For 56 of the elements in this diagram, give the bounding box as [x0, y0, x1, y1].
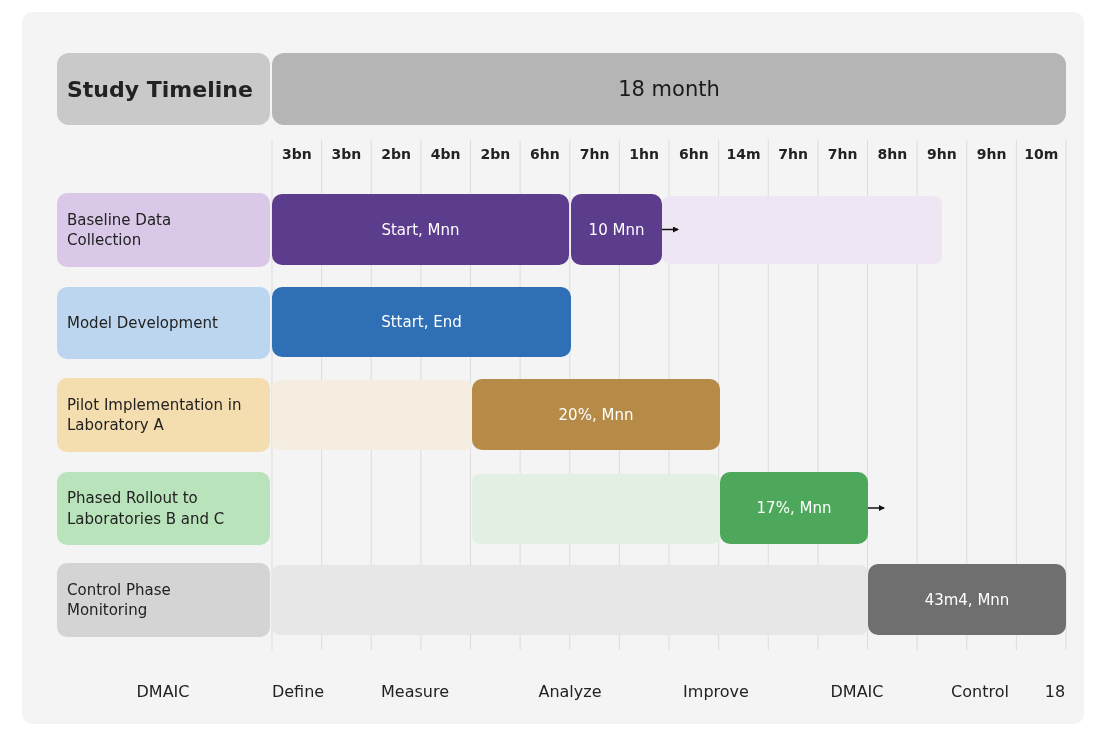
task-label-box — [57, 287, 270, 359]
month-tick-label: 6hn — [678, 146, 709, 162]
month-tick-label: 7hn — [778, 146, 808, 162]
phase-label: DMAIC — [830, 682, 884, 701]
bar-label: 20%, Mnn — [558, 405, 634, 424]
faded-bar — [472, 474, 720, 544]
month-tick-label: 1hn — [629, 146, 660, 162]
month-tick-label: 3bn — [281, 146, 312, 162]
phase-label: Define — [271, 682, 325, 701]
gantt-bar — [868, 564, 1066, 635]
month-tick-label: 14m — [726, 146, 761, 162]
task-name: Baseline Data Collection — [67, 209, 173, 251]
faded-bar — [272, 565, 868, 635]
task-name: Pilot Implementation in Laboratory A — [67, 394, 242, 436]
phase-label: Measure — [381, 682, 449, 701]
duration-bar — [272, 53, 1066, 125]
gantt-bar — [272, 287, 571, 357]
faded-bar — [272, 380, 472, 450]
task-label-box — [57, 193, 270, 267]
gantt-bar — [571, 194, 662, 265]
phase-label: 18 — [1044, 682, 1066, 701]
month-tick-label: 9hn — [976, 146, 1007, 162]
phase-label: DMAIC — [136, 682, 190, 701]
month-tick-label: 9hn — [927, 146, 957, 162]
header-box — [57, 53, 270, 125]
title-text: Study Timeline — [67, 76, 253, 102]
month-tick-label: 7hn — [579, 146, 610, 162]
bar-label: Start, Mnn — [381, 220, 460, 239]
gantt-bar — [472, 379, 720, 450]
month-tick-label: 2bn — [480, 146, 511, 162]
bar-label: 17%, Mnn — [756, 499, 832, 517]
task-label-box — [57, 378, 270, 452]
duration-text: 18 month — [618, 77, 720, 101]
phase-label: Control — [951, 682, 1009, 701]
phase-label: Analyze — [538, 682, 602, 701]
gantt-bar — [272, 194, 569, 265]
month-tick-label: 10m — [1024, 146, 1059, 162]
task-name: Phased Rollout to Laboratories B and C — [67, 488, 226, 529]
task-name: Model Development — [67, 312, 218, 334]
month-tick-label: 8hn — [877, 146, 908, 162]
bar-label: 10 Mnn — [588, 220, 645, 239]
task-name: Control Phase Monitoring — [67, 579, 172, 621]
arrow — [867, 505, 885, 511]
task-label-box — [57, 563, 270, 637]
month-tick-label: 4bn — [430, 146, 461, 162]
task-label-box — [57, 472, 270, 545]
month-tick-label: 2bn — [381, 146, 411, 162]
bar-label: 43m4, Mnn — [924, 590, 1010, 609]
month-tick-label: 7hn — [827, 146, 858, 162]
phase-label: Improve — [683, 682, 749, 701]
faded-bar — [662, 196, 942, 264]
month-tick-label: 6hn — [530, 146, 560, 162]
month-tick-label: 3bn — [331, 146, 362, 162]
gantt-bar — [720, 472, 868, 544]
bar-label: Sttart, End — [381, 313, 462, 331]
arrow — [661, 226, 679, 233]
